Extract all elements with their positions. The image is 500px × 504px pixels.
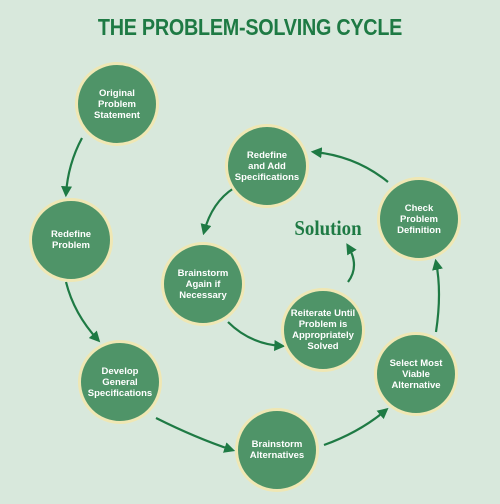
node-redefine-problem: Redefine Problem: [29, 198, 113, 282]
arrow-original-to-redefine: [61, 137, 83, 198]
arrow-check-to-redefine-add: [310, 147, 389, 183]
arrow-develop-to-brainstorm-alt: [155, 417, 236, 453]
node-brainstorm-again-if-necessary: Brainstorm Again if Necessary: [161, 242, 245, 326]
solution-label: Solution: [294, 216, 362, 240]
node-select-most-viable-alternative: Select Most Viable Alternative: [374, 332, 458, 416]
arrow-brainstorm-alt-to-select: [323, 407, 389, 447]
arrow-redefine-to-develop: [64, 281, 101, 343]
node-brainstorm-alternatives: Brainstorm Alternatives: [235, 408, 319, 492]
arrow-brainstorm-again-to-reiterate: [227, 321, 286, 352]
node-original-problem-statement: Original Problem Statement: [75, 62, 159, 146]
diagram-title: THE PROBLEM-SOLVING CYCLE: [97, 14, 403, 40]
arrow-redefine-add-to-brainstorm-again: [200, 187, 235, 236]
node-redefine-and-add-specifications: Redefine and Add Specifications: [225, 124, 309, 208]
node-develop-general-specifications: Develop General Specifications: [78, 340, 162, 424]
node-reiterate-until-solved: Reiterate Until Problem is Appropriately…: [281, 288, 365, 372]
arrow-select-to-check: [432, 258, 443, 333]
node-check-problem-definition: Check Problem Definition: [377, 177, 461, 261]
arrow-reiterate-to-solution: [346, 243, 357, 283]
